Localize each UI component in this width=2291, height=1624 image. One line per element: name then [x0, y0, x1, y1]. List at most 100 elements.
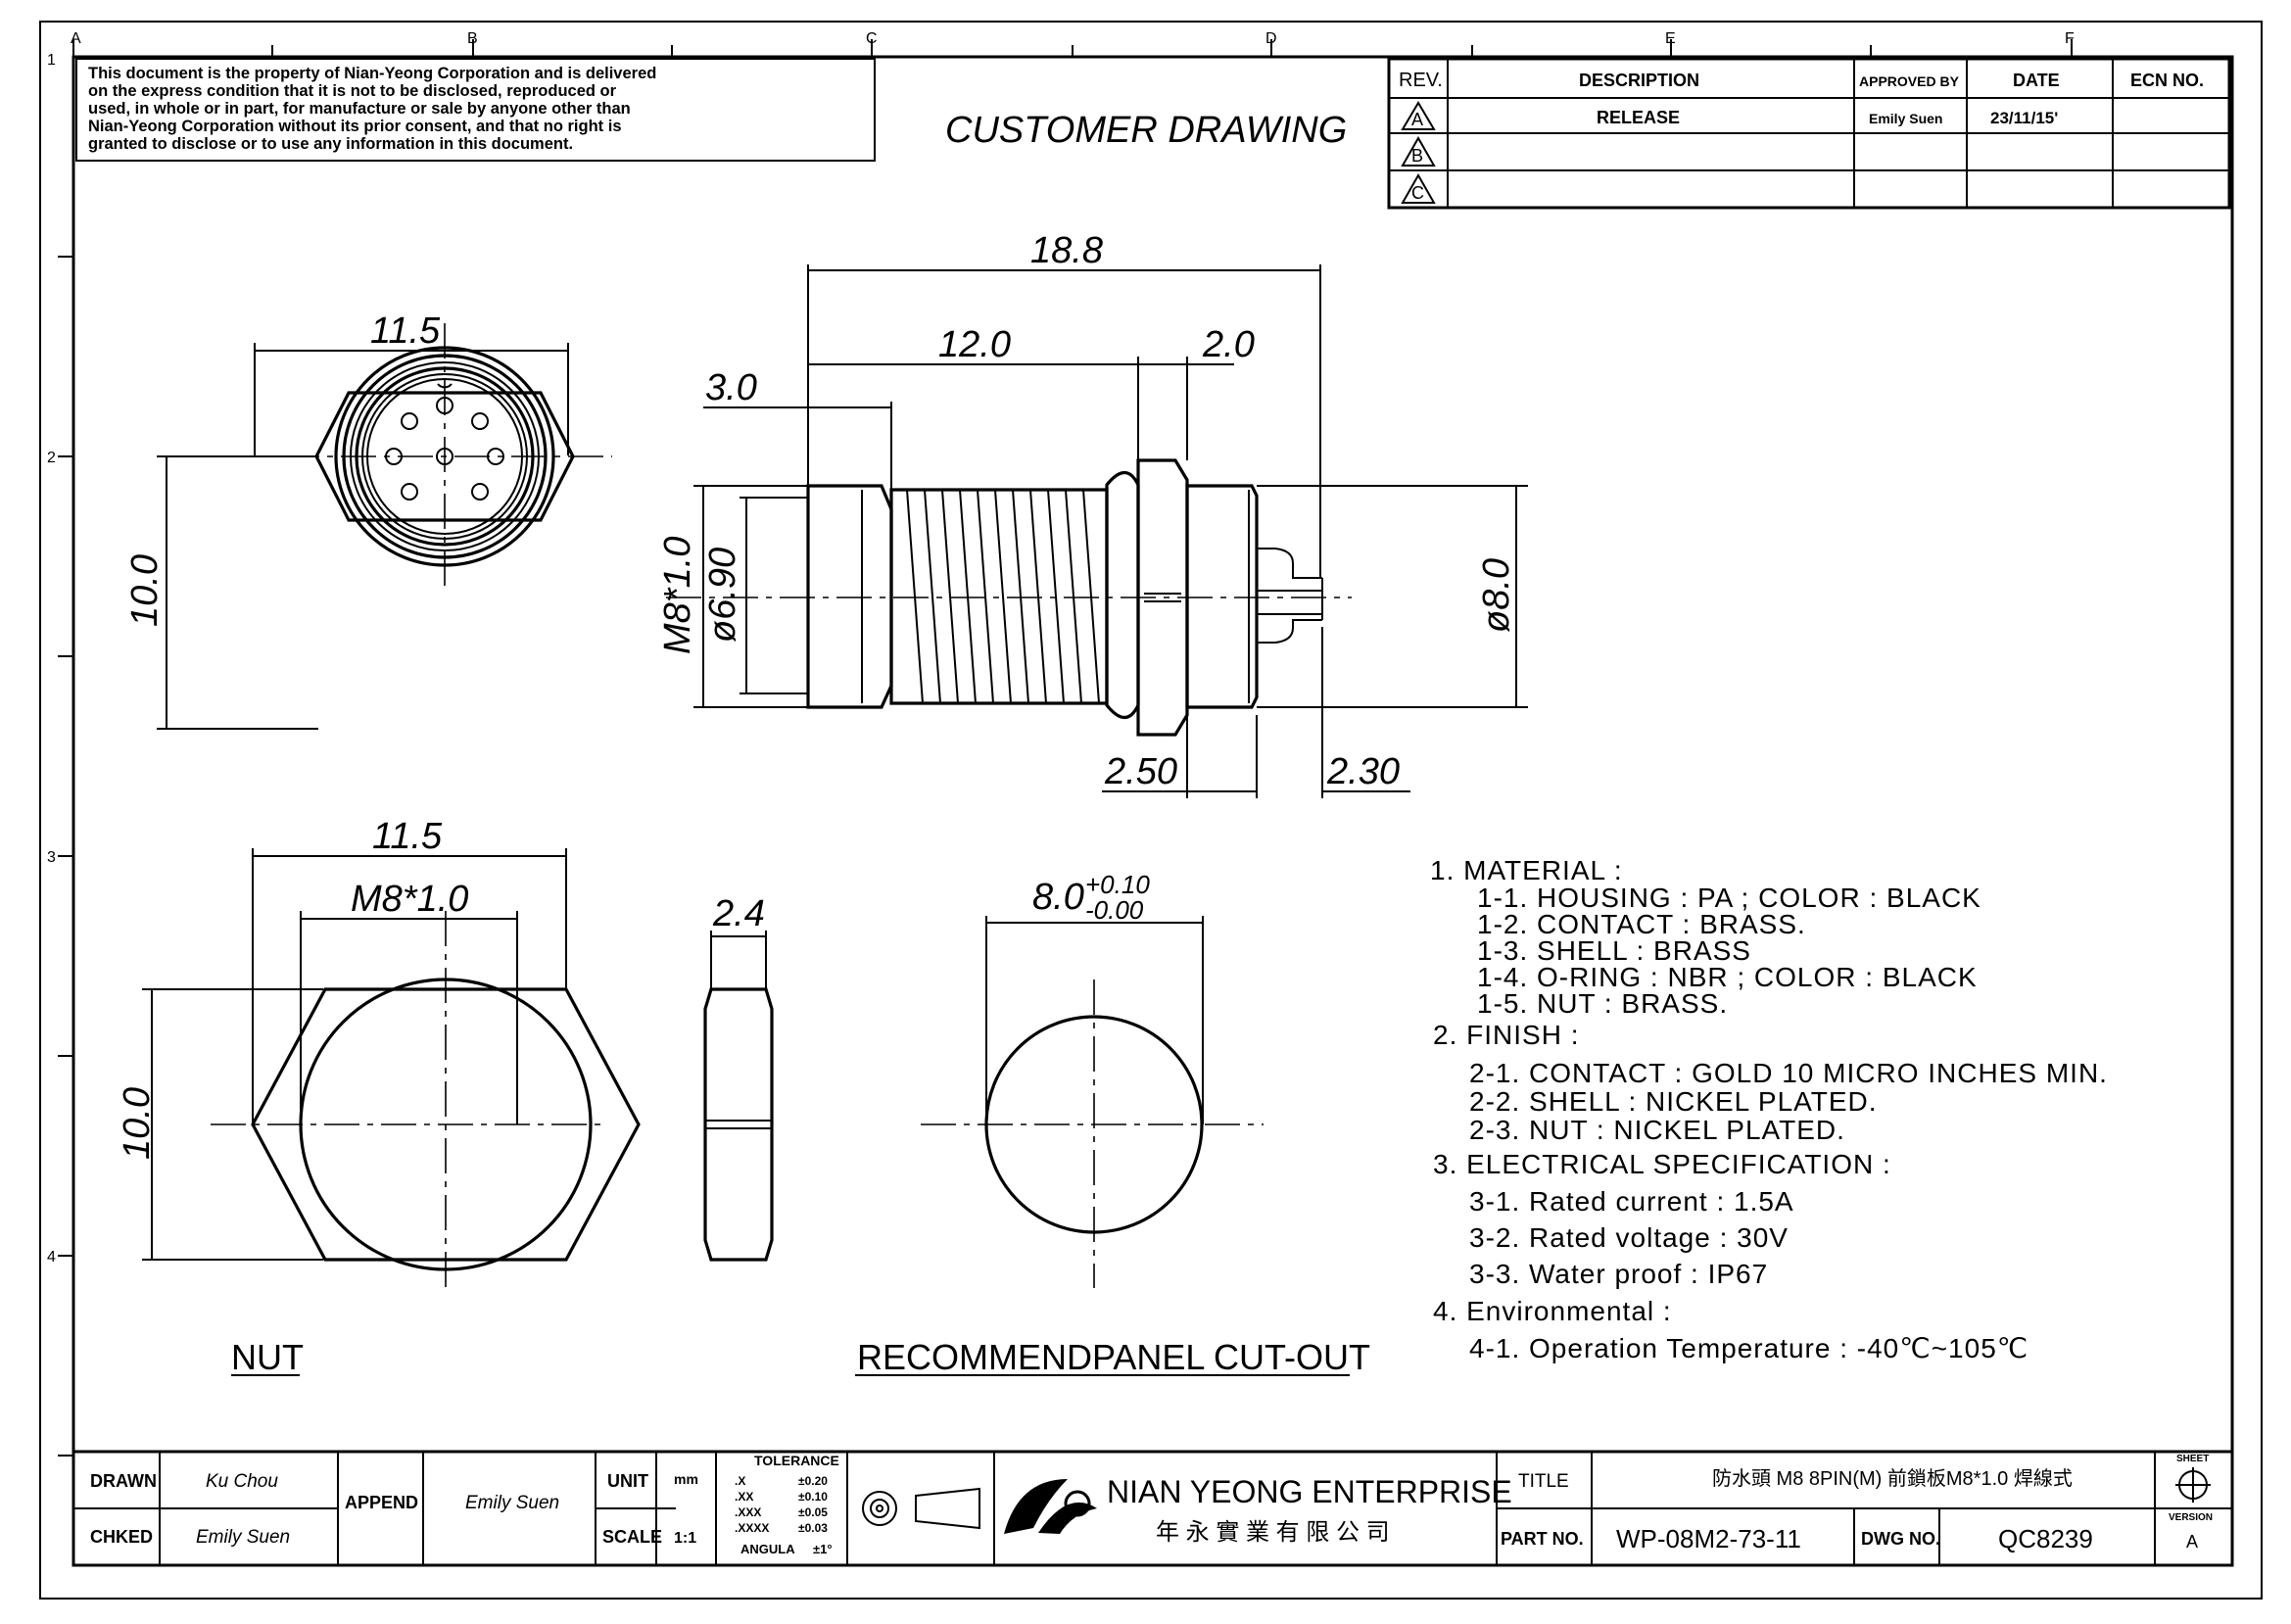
tb-checked-by: Emily Suen — [196, 1527, 290, 1548]
grid-col-c: C — [866, 30, 878, 47]
tb-company-name: NIAN YEONG ENTERPRISE — [1107, 1474, 1512, 1509]
tb-tol-k-3: .XXXX — [735, 1521, 769, 1535]
front-dimensions — [157, 343, 569, 730]
dim-thread-spec: M8*1.0 — [657, 537, 698, 654]
dim-tip-dia: ø6.90 — [702, 548, 743, 643]
rev-a-date: 23/11/15' — [1990, 109, 2058, 127]
rev-header-date: DATE — [2013, 71, 2060, 90]
note-1-1: 1-1. HOUSING : PA ; COLOR : BLACK — [1477, 883, 1981, 913]
note-1-5: 1-5. NUT : BRASS. — [1477, 988, 1728, 1019]
dim-overall-length: 18.8 — [1030, 230, 1103, 271]
nut-view — [211, 911, 641, 1293]
dim-cutout-tol-plus: +0.10 — [1085, 870, 1150, 899]
tb-tol-k-1: .XX — [735, 1490, 753, 1504]
rev-a-approved: Emily Suen — [1869, 111, 1942, 126]
rev-header-rev: REV. — [1399, 70, 1443, 91]
note-2: 2. FINISH : — [1433, 1020, 1579, 1050]
company-logo-icon — [1004, 1479, 1097, 1534]
tb-version-value: A — [2186, 1532, 2198, 1552]
nut-side-view — [703, 931, 774, 1262]
note-2-1: 2-1. CONTACT : GOLD 10 MICRO INCHES MIN. — [1469, 1058, 2108, 1088]
disclaimer-line-5: granted to disclose or to use any inform… — [88, 135, 573, 153]
tb-part-value: WP-08M2-73-11 — [1616, 1524, 1801, 1553]
disclaimer-line-3: used, in whole or in part, for manufactu… — [88, 100, 631, 118]
dim-thread-length: 12.0 — [938, 324, 1011, 365]
note-1: 1. MATERIAL : — [1430, 855, 1623, 885]
rev-a-letter: A — [1411, 110, 1423, 129]
tb-tolerance-title: TOLERANCE — [754, 1453, 839, 1468]
grid-col-f: F — [2065, 30, 2075, 47]
cutout-view — [921, 916, 1264, 1288]
disclaimer-line-1: This document is the property of Nian-Ye… — [88, 65, 656, 82]
side-view — [666, 458, 1352, 737]
sheet-symbol-icon — [2175, 1467, 2211, 1503]
tb-sheet-label: SHEET — [2176, 1454, 2209, 1464]
tb-drawn-label: DRAWN — [90, 1471, 157, 1491]
label-nut: NUT — [231, 1337, 304, 1377]
tb-title-label: TITLE — [1518, 1471, 1569, 1492]
rev-a-description: RELEASE — [1597, 108, 1680, 127]
note-2-2: 2-2. SHELL : NICKEL PLATED. — [1469, 1086, 1878, 1117]
grid-markers: A B C D E F 1 2 3 4 — [47, 30, 2075, 1457]
grid-col-b: B — [467, 30, 478, 47]
side-dimensions — [693, 264, 1528, 798]
note-3-1: 3-1. Rated current : 1.5A — [1469, 1186, 1794, 1217]
tb-tol-v-1: ±0.10 — [798, 1490, 828, 1504]
grid-row-4: 4 — [47, 1249, 56, 1266]
rev-header-description: DESCRIPTION — [1579, 71, 1699, 90]
dim-tip: 3.0 — [705, 367, 757, 408]
note-1-4: 1-4. O-RING : NBR ; COLOR : BLACK — [1477, 962, 1978, 992]
note-1-2: 1-2. CONTACT : BRASS. — [1477, 909, 1806, 939]
label-cutout: RECOMMENDPANEL CUT-OUT — [857, 1337, 1370, 1377]
tb-unit-value: mm — [674, 1471, 698, 1487]
note-4: 4. Environmental : — [1433, 1296, 1672, 1326]
dim-front-height: 10.0 — [124, 554, 166, 627]
grid-col-a: A — [71, 30, 81, 47]
revision-table: REV. DESCRIPTION APPROVED BY DATE ECN NO… — [1387, 57, 2231, 210]
note-3: 3. ELECTRICAL SPECIFICATION : — [1433, 1149, 1891, 1179]
outer-border — [39, 21, 2263, 1600]
nut-dimensions — [142, 848, 567, 1261]
tb-title-value: 防水頭 M8 8PIN(M) 前鎖板M8*1.0 焊線式 — [1712, 1467, 2073, 1490]
note-2-3: 2-3. NUT : NICKEL PLATED. — [1469, 1115, 1845, 1145]
tb-drawn-by: Ku Chou — [206, 1471, 278, 1492]
tb-tol-v-4: ±1° — [813, 1542, 833, 1556]
note-3-2: 3-2. Rated voltage : 30V — [1469, 1222, 1789, 1253]
grid-row-3: 3 — [47, 849, 56, 866]
grid-col-e: E — [1665, 30, 1676, 47]
tb-tol-k-4: ANGULA — [740, 1542, 795, 1556]
disclaimer-line-4: Nian-Yeong Corporation without its prior… — [88, 118, 622, 135]
drawing-title: CUSTOMER DRAWING — [945, 110, 1347, 151]
tb-tol-k-0: .X — [735, 1474, 745, 1488]
disclaimer-line-2: on the express condition that it is not … — [88, 82, 617, 100]
note-4-1: 4-1. Operation Temperature : -40℃~105℃ — [1469, 1333, 2028, 1363]
projection-symbol-icon — [862, 1487, 980, 1530]
dim-body-dia: ø8.0 — [1476, 558, 1517, 633]
tb-part-label: PART NO. — [1501, 1529, 1584, 1549]
title-block — [72, 1450, 2234, 1567]
dim-nut-height: 10.0 — [117, 1087, 158, 1160]
tb-append-by: Emily Suen — [465, 1493, 559, 1513]
spec-notes: 1. MATERIAL : 1-1. HOUSING : PA ; COLOR … — [1430, 855, 2108, 1363]
dim-tail: 2.30 — [1326, 751, 1400, 792]
dim-flange: 2.0 — [1202, 324, 1255, 365]
dim-nut-thread: M8*1.0 — [351, 879, 468, 920]
grid-row-2: 2 — [47, 450, 56, 466]
tb-scale-value: 1:1 — [674, 1530, 696, 1547]
tb-scale-label: SCALE — [602, 1527, 662, 1547]
rev-c-letter: C — [1411, 183, 1424, 203]
tb-dwg-value: QC8239 — [1998, 1524, 2093, 1553]
tb-tol-v-2: ±0.05 — [798, 1505, 828, 1519]
tb-dwg-label: DWG NO. — [1861, 1529, 1940, 1549]
tb-unit-label: UNIT — [607, 1471, 648, 1491]
rev-b-letter: B — [1411, 146, 1423, 166]
grid-col-d: D — [1265, 30, 1277, 47]
dim-cutout-base: 8.0 — [1032, 877, 1084, 918]
tb-tol-v-0: ±0.20 — [798, 1474, 828, 1488]
rev-header-approved: APPROVED BY — [1859, 73, 1960, 89]
tb-checked-label: CHKED — [90, 1527, 153, 1547]
thread-lines — [906, 489, 1100, 704]
disclaimer-box: This document is the property of Nian-Ye… — [75, 58, 876, 162]
dim-nut-thickness: 2.4 — [712, 893, 765, 934]
